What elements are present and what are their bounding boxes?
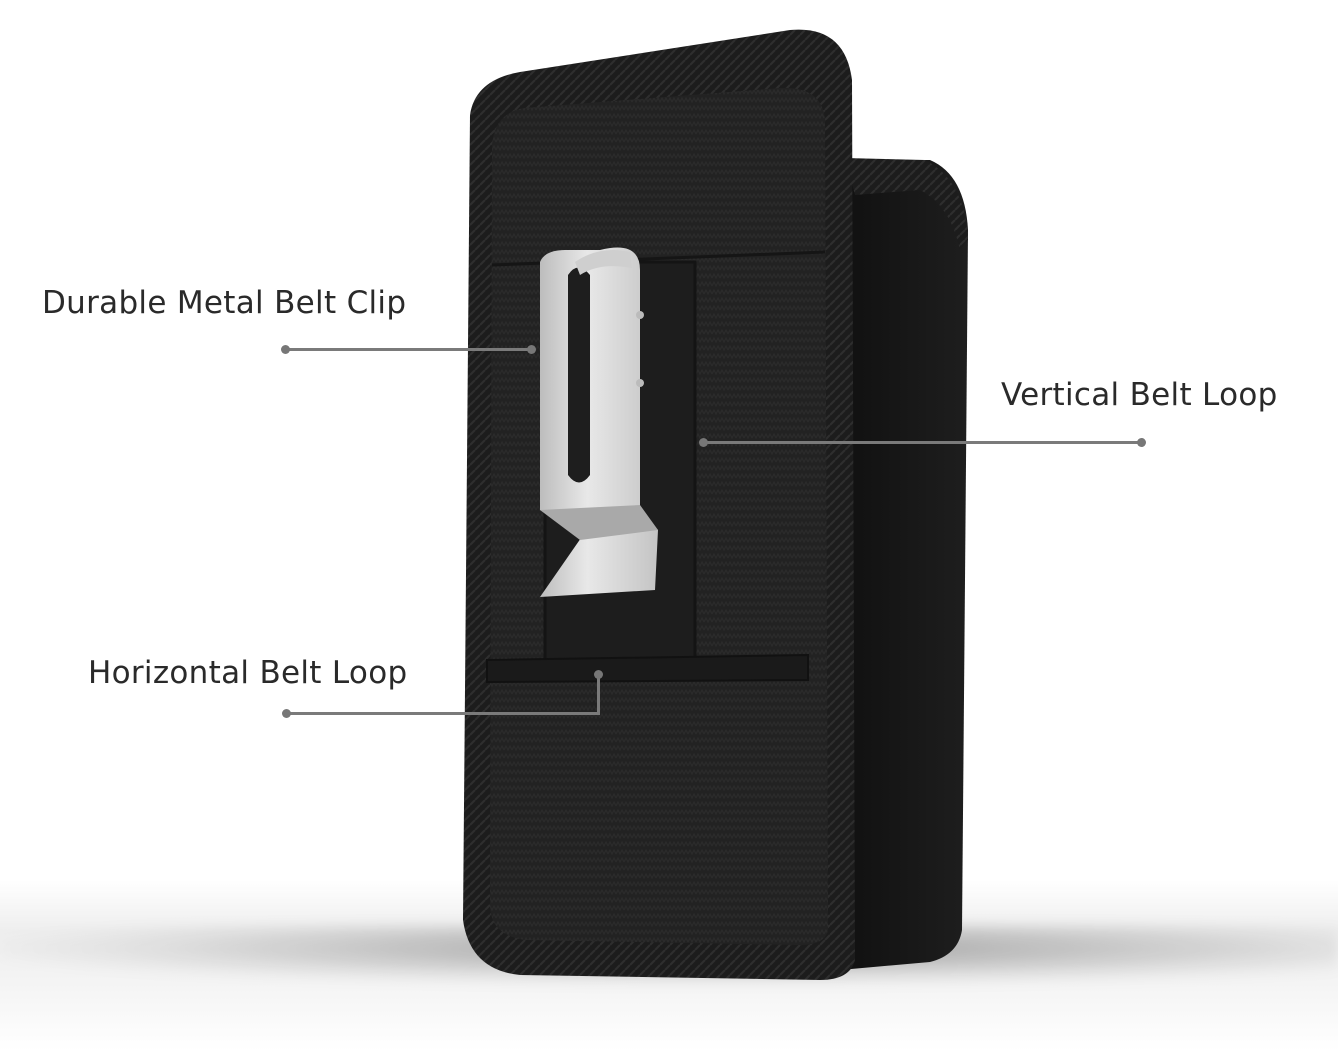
horizontal-belt-loop <box>486 653 809 684</box>
callout-dot-start <box>282 709 291 718</box>
callout-dot-end <box>1137 438 1146 447</box>
callout-label-vertical-belt-loop: Vertical Belt Loop <box>1001 377 1278 413</box>
holster-side-rim <box>845 158 968 250</box>
callout-line-horizontal-belt-loop-vertical <box>597 673 600 715</box>
callout-line-vertical-belt-loop <box>704 441 1142 444</box>
callout-dot-start <box>281 345 290 354</box>
holster-side-panel <box>840 160 968 970</box>
callout-dot-end <box>594 670 603 679</box>
callout-line-metal-belt-clip <box>285 348 533 351</box>
callout-dot-end <box>527 345 536 354</box>
callout-dot-start <box>699 438 708 447</box>
callout-label-horizontal-belt-loop: Horizontal Belt Loop <box>88 655 408 691</box>
callout-line-horizontal-belt-loop <box>286 712 600 715</box>
callout-label-metal-belt-clip: Durable Metal Belt Clip <box>42 285 407 321</box>
